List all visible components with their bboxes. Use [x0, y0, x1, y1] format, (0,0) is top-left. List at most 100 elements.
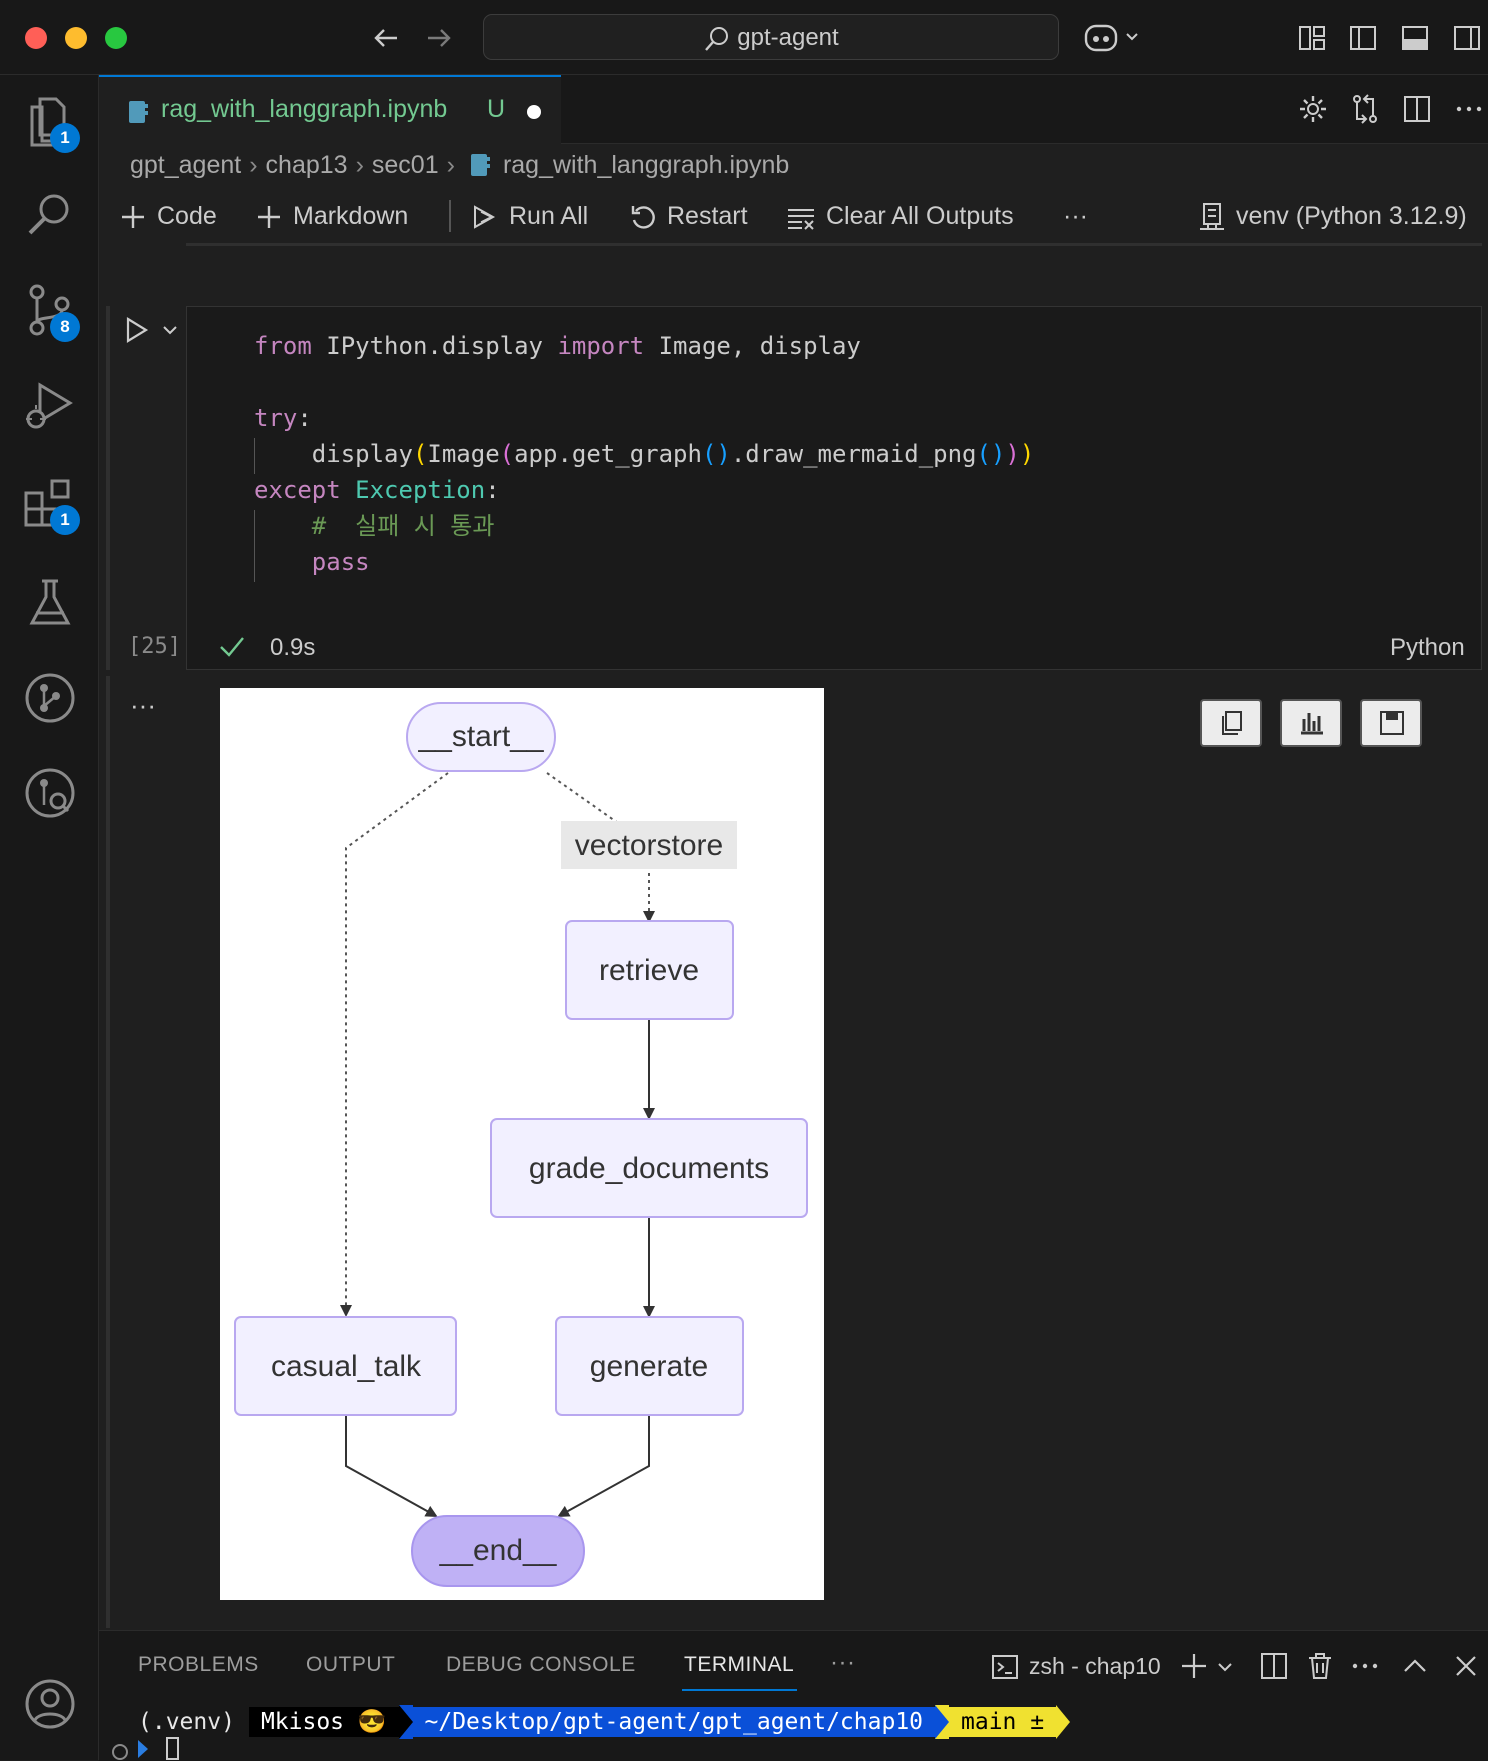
restart-kernel-button[interactable]: Restart [629, 196, 748, 236]
add-code-cell-button[interactable]: Code [119, 196, 217, 236]
toggle-panel-icon[interactable] [1401, 24, 1429, 52]
indent-guide [254, 510, 255, 582]
bottom-panel: PROBLEMS OUTPUT DEBUG CONSOLE TERMINAL ·… [99, 1630, 1488, 1761]
plus-icon [258, 206, 280, 229]
output-more-button[interactable]: ··· [130, 690, 156, 720]
plot-viewer-button[interactable] [1280, 699, 1342, 747]
search-icon [28, 194, 69, 235]
git-graph-button[interactable] [22, 670, 78, 726]
toolbar-divider [449, 200, 451, 232]
explorer-button[interactable]: 1 [22, 93, 80, 153]
command-center-search[interactable]: gpt-agent [483, 14, 1059, 60]
previous-cell-edge [186, 243, 1482, 246]
split-terminal-icon[interactable] [1259, 1651, 1289, 1681]
maximize-panel-icon[interactable] [1400, 1651, 1430, 1681]
kernel-icon [1200, 203, 1224, 231]
close-window-button[interactable] [25, 27, 47, 49]
testing-button[interactable] [22, 575, 78, 631]
editor-tab-bar: rag_with_langgraph.ipynb U [99, 75, 1488, 144]
chevron-down-icon[interactable] [1215, 1657, 1235, 1677]
restart-icon [631, 206, 655, 230]
node-start-label: __start__ [417, 720, 544, 753]
maximize-window-button[interactable] [105, 27, 127, 49]
graph-image: __start__ vectorstore retrieve grade_doc… [220, 688, 824, 1600]
terminal-cursor [166, 1737, 179, 1760]
trash-icon[interactable] [1305, 1651, 1335, 1681]
search-view-button[interactable] [22, 187, 78, 243]
plus-icon [122, 206, 144, 229]
tab-problems[interactable]: PROBLEMS [138, 1653, 259, 1676]
tab-terminal[interactable]: TERMINAL [684, 1653, 795, 1676]
output-focus-bar [106, 676, 110, 1628]
toolbar-more-button[interactable]: ··· [1063, 202, 1088, 230]
edge-label-box [561, 821, 737, 869]
breadcrumb-item[interactable]: chap13 [265, 150, 348, 179]
tab-rag-notebook[interactable]: rag_with_langgraph.ipynb U [99, 75, 561, 144]
node-end [411, 1515, 585, 1587]
accounts-button[interactable] [22, 1676, 78, 1732]
copy-icon [1222, 711, 1242, 735]
minimize-window-button[interactable] [65, 27, 87, 49]
command-decoration-icon [112, 1744, 128, 1760]
git-lens-icon [25, 768, 75, 818]
prompt-path: ~/Desktop/gpt-agent/gpt_agent/chap10 [412, 1707, 936, 1737]
extensions-badge: 1 [50, 505, 80, 535]
split-editor-icon[interactable] [1401, 93, 1433, 125]
terminal-icon [992, 1655, 1018, 1679]
extensions-button[interactable]: 1 [22, 475, 80, 535]
gear-icon[interactable] [1297, 93, 1329, 125]
activity-bar: 1 8 1 [0, 75, 99, 1760]
git-lens-button[interactable] [22, 765, 78, 821]
terminal-prompt[interactable]: (.venv)Mkisos 😎~/Desktop/gpt-agent/gpt_a… [138, 1705, 1071, 1739]
indent-guide [254, 438, 255, 474]
more-actions-icon[interactable] [1350, 1651, 1380, 1681]
prompt-arrow-icon [138, 1740, 148, 1758]
notebook-file-icon [470, 154, 490, 177]
execution-count: [25] [128, 634, 181, 659]
terminal-title[interactable]: zsh - chap10 [1029, 1653, 1161, 1679]
unsaved-dot-icon[interactable] [527, 105, 541, 119]
source-control-badge: 8 [50, 312, 80, 342]
back-arrow-icon[interactable] [372, 24, 400, 52]
prompt-venv: (.venv) [138, 1709, 235, 1735]
save-icon [1380, 711, 1404, 735]
compare-changes-icon[interactable] [1349, 93, 1381, 125]
account-icon [25, 1679, 75, 1729]
explorer-badge: 1 [50, 123, 80, 153]
panel-more-button[interactable]: ··· [830, 1649, 856, 1676]
search-icon [705, 26, 729, 51]
run-all-button[interactable]: Run All [471, 196, 588, 236]
toggle-primary-sidebar-icon[interactable] [1349, 24, 1377, 52]
add-markdown-cell-button[interactable]: Markdown [255, 196, 408, 236]
git-graph-icon [25, 673, 75, 723]
clear-all-outputs-button[interactable]: Clear All Outputs [786, 196, 1014, 236]
code-editor[interactable]: from IPython.display import Image, displ… [254, 332, 1035, 576]
run-cell-icon[interactable] [124, 316, 150, 344]
customize-layout-icon[interactable] [1298, 24, 1326, 52]
toggle-secondary-sidebar-icon[interactable] [1453, 24, 1481, 52]
breadcrumb-item[interactable]: gpt_agent [130, 150, 242, 179]
notebook-toolbar: Code Markdown Run All Restart Clear All … [99, 196, 1488, 246]
code-cell[interactable] [186, 306, 1482, 670]
node-grade-label: grade_documents [529, 1152, 769, 1185]
run-all-icon [474, 205, 496, 230]
new-terminal-icon[interactable] [1179, 1651, 1209, 1681]
tab-output[interactable]: OUTPUT [306, 1653, 396, 1676]
tab-debug-console[interactable]: DEBUG CONSOLE [446, 1653, 636, 1676]
close-panel-icon[interactable] [1451, 1651, 1481, 1681]
copilot-icon[interactable] [1083, 20, 1141, 54]
chevron-down-icon[interactable] [160, 320, 180, 340]
edge-start-casual [340, 772, 449, 1317]
forward-arrow-icon[interactable] [425, 24, 453, 52]
save-image-button[interactable] [1360, 699, 1422, 747]
clear-all-icon [788, 209, 814, 231]
more-actions-icon[interactable] [1453, 93, 1485, 125]
kernel-picker[interactable]: venv (Python 3.12.9) [1198, 196, 1467, 236]
breadcrumb-item[interactable]: rag_with_langgraph.ipynb [502, 150, 790, 179]
source-control-button[interactable]: 8 [22, 282, 80, 342]
node-start [406, 702, 556, 772]
breadcrumb-item[interactable]: sec01 [371, 150, 439, 179]
cell-language[interactable]: Python [1390, 634, 1465, 661]
run-debug-button[interactable] [22, 377, 78, 433]
copy-image-button[interactable] [1200, 699, 1262, 747]
